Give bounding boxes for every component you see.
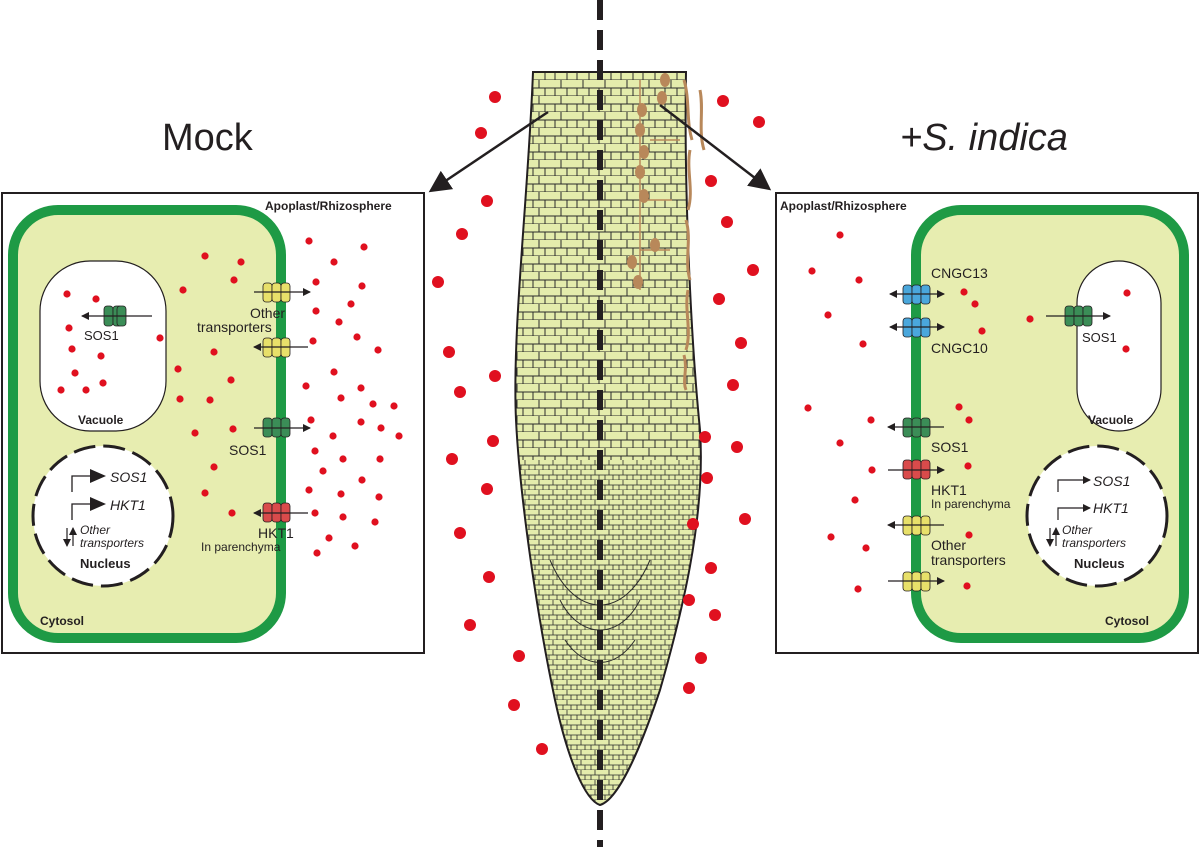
indica-vacuole-label: Vacuole [1088,413,1134,427]
indica-cngc13-label: CNGC13 [931,265,988,281]
heading-mock: Mock [162,117,254,159]
mock-nucleus-label: Nucleus [80,556,131,571]
indica-pm-sos1-label: SOS1 [931,439,969,455]
root-tip [514,71,702,807]
mock-hkt1-sub: In parenchyma [201,540,281,554]
mock-gene-other-1: Other [80,523,111,537]
indica-gene-sos1-arrow [1057,476,1091,492]
indica-gene-other-updown-icon [1046,527,1060,547]
indica-hkt1-sub: In parenchyma [931,497,1011,511]
mock-cytosol-label: Cytosol [40,614,84,628]
mock-other-transporter-2 [253,337,308,358]
mock-gene-other-2: transporters [80,536,144,550]
indica-gene-other-2: transporters [1062,536,1126,550]
indica-gene-other-1: Other [1062,523,1093,537]
mock-sodium-ions [57,237,403,557]
mock-vac-sos1-label: SOS1 [84,328,119,343]
mock-panel: Apoplast/Rhizosphere Cytosol Vacuole SOS… [1,192,425,654]
fungal-hyphae [639,79,706,391]
mock-hkt1-transporter [253,502,308,523]
indica-vac-sos1-label: SOS1 [1082,330,1117,345]
indica-cngc10-label: CNGC10 [931,340,988,356]
mock-pm-sos1-label: SOS1 [229,442,267,458]
indica-gene-sos1: SOS1 [1093,473,1130,489]
indica-other-transporters-line2: transporters [931,552,1006,568]
indica-cngc13-channel [889,284,945,305]
indica-cngc10-channel [889,317,945,338]
mock-other-transporters-line2: transporters [197,319,272,335]
heading-s-indica: +S. indica [900,117,1068,159]
indica-panel: Apoplast/Rhizosphere Cytosol Vacuole SOS… [775,192,1199,654]
fungal-spores [627,73,670,289]
indica-nucleus-label: Nucleus [1074,556,1125,571]
mock-gene-sos1-arrow [71,469,106,492]
indica-other-transporter-1 [887,515,944,536]
sodium-ions-rhizosphere [432,91,765,755]
indica-sodium-ions [804,231,1131,593]
arrow-to-mock [428,110,549,193]
indica-gene-hkt1-arrow [1057,504,1091,520]
indica-hkt1-transporter [888,459,945,480]
arrow-to-indica [659,104,772,191]
indica-other-transporters-line1: Other [931,537,966,553]
mock-apoplast-label: Apoplast/Rhizosphere [265,199,392,213]
mock-vacuole-label: Vacuole [78,413,124,427]
mock-gene-hkt1: HKT1 [110,497,146,513]
mock-pm-sos1-transporter [254,417,311,438]
indica-apoplast-label: Apoplast/Rhizosphere [780,199,907,213]
mock-vacuole-sos1-transporter [81,305,152,327]
mock-gene-other-updown-icon [63,527,77,547]
indica-hkt1-label: HKT1 [931,482,967,498]
mock-other-transporter-1 [254,282,311,303]
indica-cytosol-label: Cytosol [1105,614,1149,628]
indica-vacuole [1076,260,1162,432]
mock-gene-sos1: SOS1 [110,469,147,485]
indica-vacuole-sos1-transporter [1046,305,1111,327]
indica-nucleus [1025,444,1169,588]
indica-pm-sos1-transporter [887,417,944,438]
mock-other-transporters-line1: Other [250,305,285,321]
mock-hkt1-label: HKT1 [258,525,294,541]
mock-nucleus [31,444,175,588]
indica-other-transporter-2 [888,571,945,592]
mock-gene-hkt1-arrow [71,497,106,520]
indica-gene-hkt1: HKT1 [1093,500,1129,516]
mock-vacuole [39,260,167,432]
